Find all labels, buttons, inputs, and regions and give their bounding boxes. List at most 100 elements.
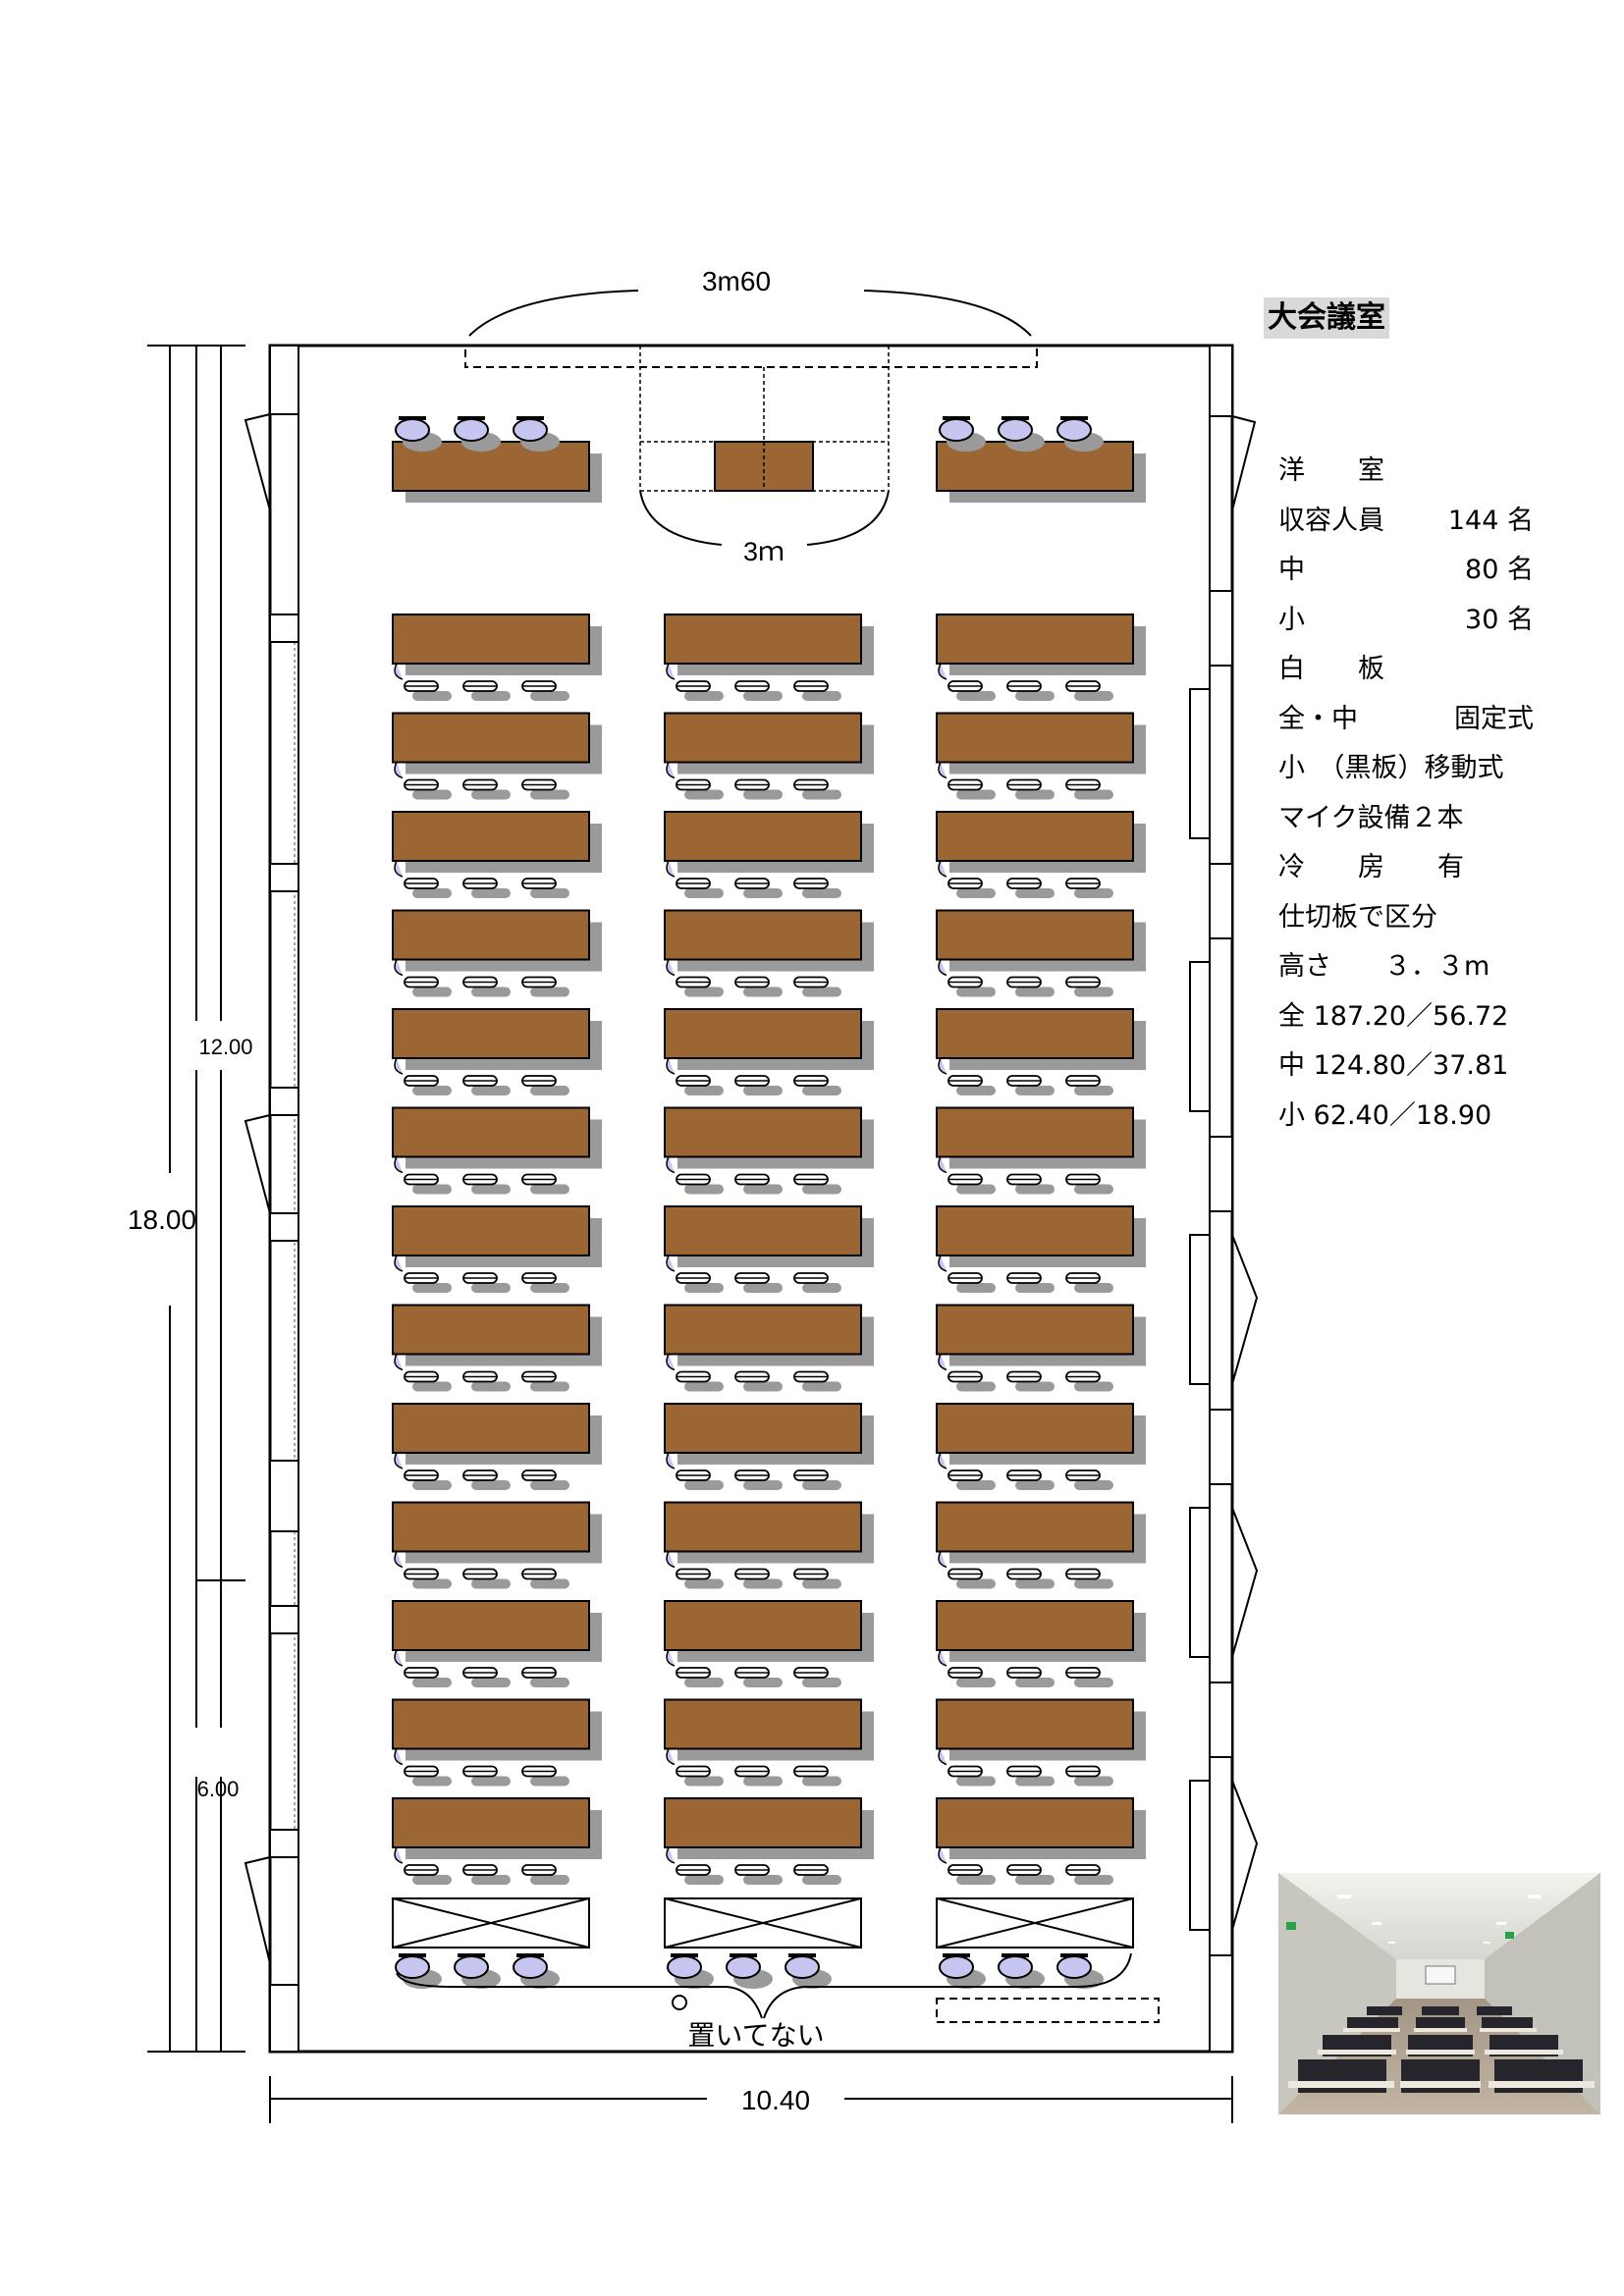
section-length-large-label: 12.00 — [198, 1035, 252, 1059]
chair-icon — [1065, 1469, 1113, 1490]
chair-icon — [521, 878, 569, 898]
chair-icon — [734, 1272, 783, 1293]
chair-icon — [676, 1272, 724, 1293]
chair-icon — [734, 1765, 783, 1787]
chair-icon — [1065, 778, 1113, 800]
chair-icon — [947, 1075, 996, 1095]
desk — [936, 1403, 1146, 1490]
chair-icon — [1006, 976, 1055, 997]
chair-icon — [1065, 1370, 1113, 1392]
chair-icon — [947, 878, 996, 898]
chair-icon — [521, 778, 569, 800]
chair-icon — [521, 1272, 569, 1293]
info-value: 80 名 — [1465, 555, 1534, 585]
chair-icon — [454, 416, 501, 452]
desk — [936, 712, 1146, 800]
info-label: 冷 房 有 — [1278, 852, 1464, 882]
info-row: マイク設備２本 — [1278, 801, 1534, 851]
chair-icon — [462, 878, 511, 898]
room-photo-image — [1278, 1873, 1600, 2114]
chair-icon — [404, 1667, 452, 1687]
room-outline — [268, 344, 1234, 2054]
chair-icon — [513, 416, 560, 452]
back-row-chairs — [395, 1953, 1104, 1989]
chair-icon — [1006, 1075, 1055, 1095]
chair-icon — [1006, 1864, 1055, 1885]
desk — [392, 1205, 602, 1293]
chair-icon — [793, 680, 841, 701]
chair-icon — [462, 1864, 511, 1885]
info-label: 全 187.20／56.72 — [1278, 1000, 1509, 1032]
chair-icon — [1056, 1953, 1104, 1989]
chair-icon — [793, 778, 841, 800]
chair-icon — [793, 1568, 841, 1589]
chair-icon — [947, 1667, 996, 1687]
chair-icon — [676, 778, 724, 800]
desk — [664, 1600, 874, 1687]
desk — [392, 1600, 602, 1687]
chair-icon — [462, 778, 511, 800]
desk — [392, 614, 602, 701]
desk — [936, 1205, 1146, 1293]
chair-icon — [404, 1272, 452, 1293]
chair-icon — [676, 680, 724, 701]
chair-icon — [1006, 778, 1055, 800]
seating-rows — [392, 614, 1146, 1885]
chair-icon — [1006, 680, 1055, 701]
chair-icon — [1006, 1272, 1055, 1293]
table-row — [392, 1501, 1146, 1589]
chair-icon — [793, 1864, 841, 1885]
info-row: 中 80 名 — [1278, 553, 1534, 603]
chair-icon — [676, 1469, 724, 1490]
table-row — [392, 1600, 1146, 1687]
chair-icon — [521, 680, 569, 701]
info-row: 仕切板で区分 — [1278, 900, 1534, 950]
chair-icon — [734, 1568, 783, 1589]
chair-icon — [404, 1370, 452, 1392]
chair-icon — [793, 1765, 841, 1787]
desk — [664, 1501, 874, 1589]
desk — [936, 1600, 1146, 1687]
desk — [392, 909, 602, 997]
desk — [664, 1205, 874, 1293]
info-label: 中 — [1278, 555, 1305, 585]
chair-icon — [1006, 1173, 1055, 1195]
chair-icon — [395, 416, 442, 452]
chair-icon — [939, 1953, 986, 1989]
chair-icon — [947, 1370, 996, 1392]
chair-icon — [676, 1568, 724, 1589]
chair-icon — [513, 1953, 560, 1989]
front-stage-area — [464, 290, 1038, 546]
table-row — [392, 1403, 1146, 1490]
desk — [664, 1797, 874, 1885]
chair-icon — [404, 1075, 452, 1095]
chair-icon — [521, 1667, 569, 1687]
info-label: 白 板 — [1278, 654, 1384, 684]
not-placed-label: 置いてない — [687, 2020, 824, 2051]
chair-icon — [521, 976, 569, 997]
desk — [392, 1008, 602, 1095]
chair-icon — [793, 1370, 841, 1392]
desk — [664, 712, 874, 800]
chair-icon — [734, 680, 783, 701]
chair-icon — [734, 878, 783, 898]
empty-table-positions — [392, 1897, 1134, 1949]
chair-icon — [1006, 1469, 1055, 1490]
chair-icon — [404, 976, 452, 997]
chair-icon — [1065, 1568, 1113, 1589]
info-label: 小 （黒板）移動式 — [1278, 753, 1504, 783]
chair-icon — [785, 1953, 832, 1989]
info-row: 小 62.40／18.90 — [1278, 1098, 1534, 1148]
chair-icon — [1065, 1667, 1113, 1687]
chair-icon — [793, 1469, 841, 1490]
chair-icon — [462, 1568, 511, 1589]
desk — [664, 1698, 874, 1787]
chair-icon — [947, 680, 996, 701]
chair-icon — [1065, 878, 1113, 898]
desk — [936, 1304, 1146, 1392]
info-row: 白 板 — [1278, 652, 1534, 702]
